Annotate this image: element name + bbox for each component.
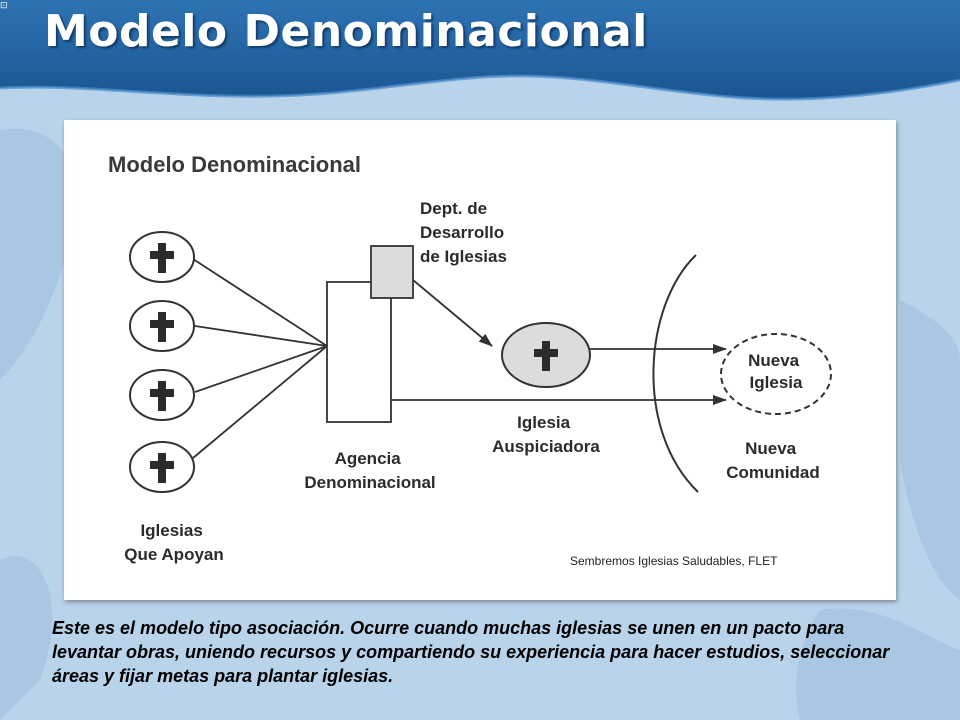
supporting-church: [129, 441, 195, 493]
slide-title: Modelo Denominacional: [44, 6, 648, 57]
dept-label: Dept. de Desarrollo de Iglesias: [420, 199, 509, 266]
agency-box: [326, 281, 392, 423]
new-church-label: Nueva Iglesia: [748, 351, 804, 392]
denominational-model-diagram: Modelo Denominacional: [108, 152, 832, 568]
sponsor-label: Iglesia Auspiciadora: [492, 413, 600, 456]
new-church: [720, 333, 832, 415]
diagram-panel: Modelo Denominacional: [64, 120, 896, 600]
supporting-church: [129, 231, 195, 283]
sponsoring-church: [501, 322, 591, 388]
new-community-label: Nueva Comunidad: [726, 439, 820, 482]
support-lines: [192, 258, 328, 459]
agency-label: Agencia Denominacional: [304, 449, 435, 492]
community-boundary: [652, 254, 699, 493]
source-credit: Sembremos Iglesias Saludables, FLET: [570, 554, 778, 568]
slide-caption: Este es el modelo tipo asociación. Ocurr…: [52, 618, 890, 686]
diagram-heading: Modelo Denominacional: [108, 152, 361, 177]
supporting-church: [129, 369, 195, 421]
corner-mark: ⊡: [0, 0, 8, 10]
supporting-church: [129, 300, 195, 352]
dept-arrow: [412, 279, 493, 347]
supporting-label: Iglesias Que Apoyan: [124, 521, 224, 564]
dept-box: [370, 245, 414, 299]
